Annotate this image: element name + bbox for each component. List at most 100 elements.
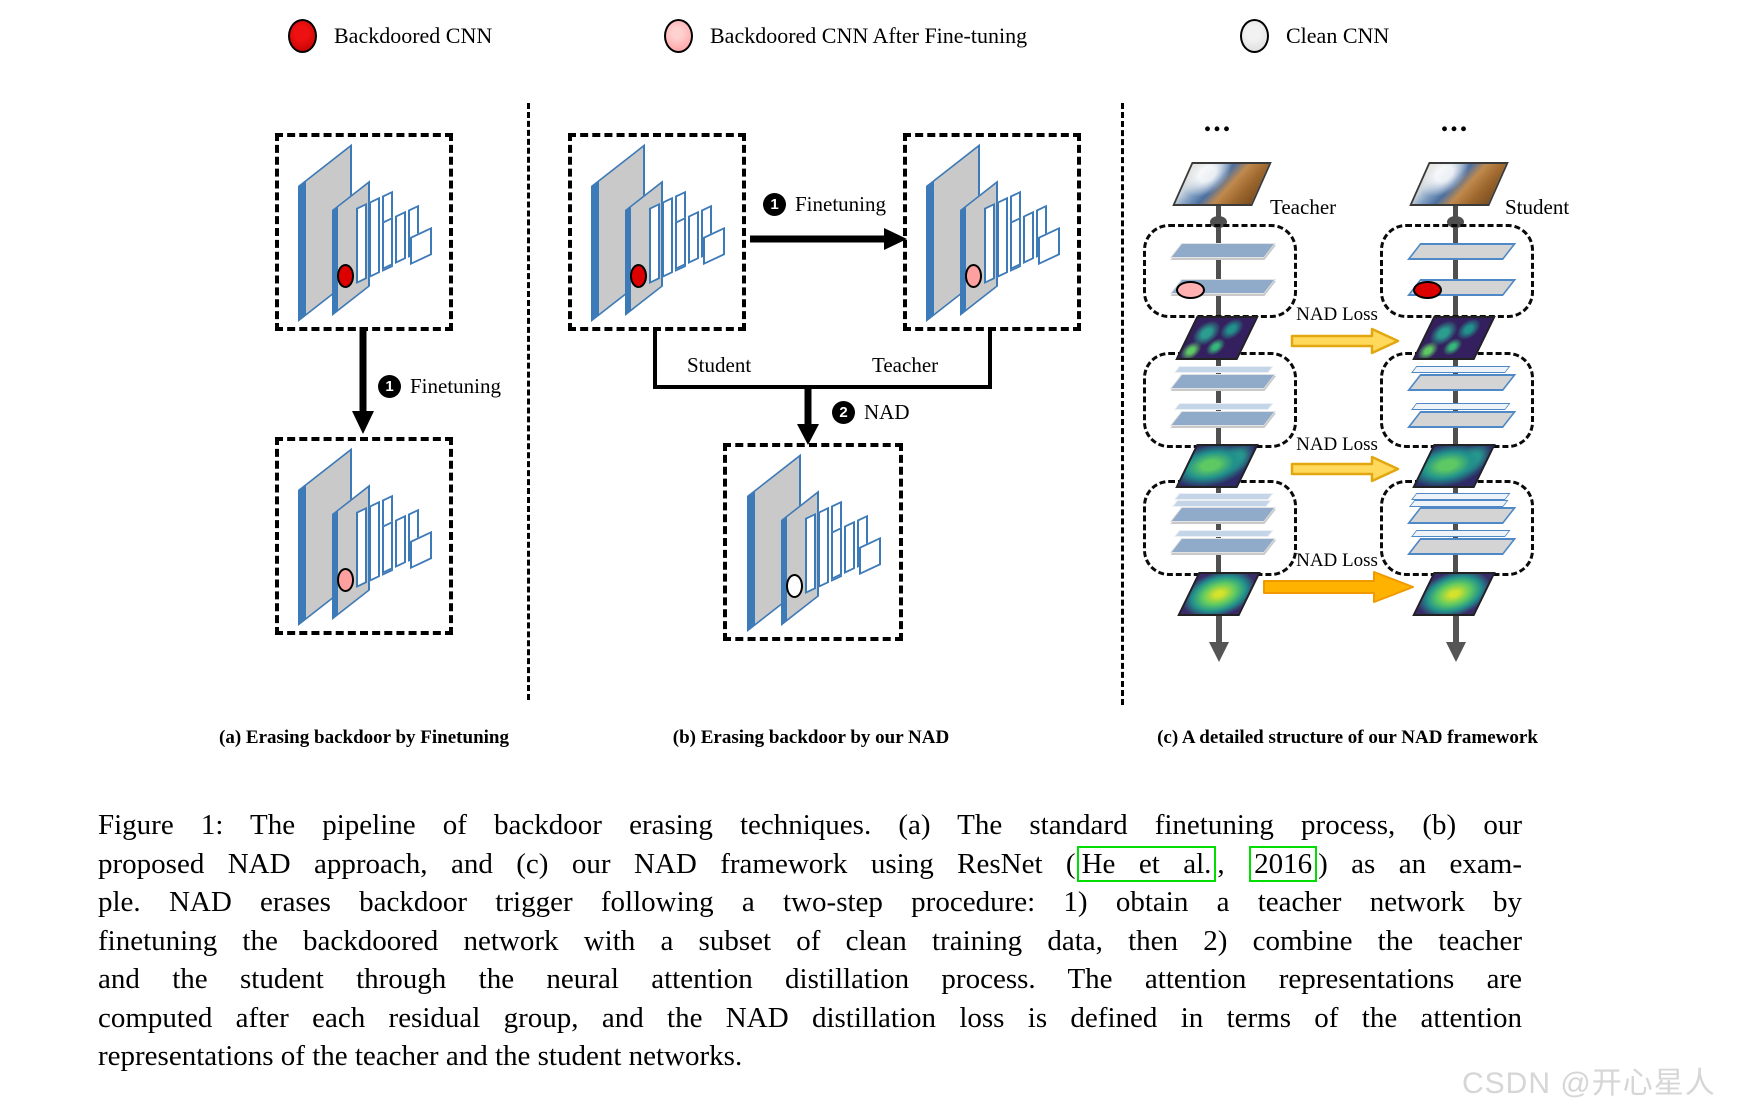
student-input-image (1409, 162, 1509, 206)
figure-caption: Figure 1: The pipeline of backdoor erasi… (98, 806, 1522, 1076)
caption-text: ) as an exam- (1318, 847, 1522, 880)
student-layer-strip (1411, 530, 1511, 537)
backdoored-cnn-swatch (288, 19, 317, 53)
legend-label: Clean CNN (1286, 23, 1390, 48)
step1-badge: 1 (763, 193, 786, 216)
teacher-layer-plate (1170, 411, 1276, 426)
clean-cnn-swatch (1240, 19, 1269, 53)
step2-badge: 2 (832, 401, 855, 424)
teacher-layer-plate (1170, 507, 1276, 522)
student-residual-group-2 (1380, 352, 1534, 448)
step-finetuning: 1 Finetuning (378, 374, 501, 399)
legend-item-finetuned: Backdoored CNN After Fine-tuning (664, 19, 1028, 53)
backdoor-trigger-dot (337, 264, 354, 288)
step-finetuning: 1 Finetuning (763, 192, 886, 217)
step1-label: Finetuning (410, 374, 502, 398)
teacher-layer-plate (1170, 243, 1276, 258)
panel-divider-1 (527, 103, 530, 700)
caption-line: proposed NAD approach, and (c) our NAD f… (98, 845, 1522, 884)
nad-down-arrow (797, 388, 819, 445)
teacher-attention-map-3 (1177, 572, 1261, 616)
student-layer-strip (1411, 493, 1511, 500)
faded-trigger-dot (337, 568, 354, 592)
teacher-column-label: Teacher (1270, 195, 1337, 219)
teacher-layer-strip (1174, 403, 1274, 410)
teacher-layer-plate (1170, 374, 1276, 389)
finetuned-cnn-graphic (276, 440, 448, 632)
finetuned-cnn-swatch (664, 19, 693, 53)
citation-he-et-al[interactable]: He et al. (1076, 845, 1217, 882)
student-layer-plate (1407, 374, 1517, 391)
teacher-layer-strip (1174, 493, 1274, 500)
clean-cnn-graphic (725, 446, 897, 638)
teacher-residual-group-3 (1143, 480, 1297, 576)
nad-loss-label-2: NAD Loss (1296, 434, 1378, 455)
student-layer-plate (1407, 411, 1517, 428)
panel-b-clean-box (723, 443, 903, 641)
teacher-output-arrow (1209, 610, 1229, 662)
student-layer-plate (1407, 243, 1517, 260)
caption-text: , (1217, 847, 1225, 880)
panel-b-caption: (b) Erasing backdoor by our NAD (672, 727, 950, 748)
merge-connector-line (653, 385, 992, 389)
nad-loss-label-3: NAD Loss (1296, 550, 1378, 571)
faded-trigger-dot (965, 264, 982, 288)
teacher-label: Teacher (872, 353, 939, 377)
panel-b-teacher-box (903, 133, 1081, 331)
watermark: CSDN @开心星人 (1462, 1067, 1716, 1100)
caption-line: Figure 1: The pipeline of backdoor erasi… (98, 809, 1522, 841)
student-column-label: Student (1505, 195, 1570, 219)
teacher-layer-plate (1170, 538, 1276, 553)
student-ellipsis: ... (1440, 105, 1470, 138)
teacher-input-image (1172, 162, 1272, 206)
student-output-arrow (1446, 610, 1466, 662)
legend-label: Backdoored CNN After Fine-tuning (710, 23, 1028, 48)
teacher-ellipsis: ... (1203, 105, 1233, 138)
student-layer-plate (1407, 507, 1517, 524)
student-layer-strip (1411, 366, 1511, 373)
student-layer-plate (1407, 538, 1517, 555)
teacher-finetuned-cnn-graphic (904, 136, 1076, 328)
teacher-layer-strip (1174, 366, 1274, 373)
erased-trigger-dot (786, 574, 803, 598)
nad-loss-arrow-1 (1290, 327, 1400, 355)
student-backdoor-trigger-dot (1413, 281, 1442, 299)
finetune-right-arrow (750, 228, 907, 250)
student-attention-map-3 (1412, 572, 1496, 616)
student-backdoored-cnn-graphic (569, 136, 741, 328)
teacher-layer-strip (1172, 500, 1272, 507)
nad-loss-arrow-2 (1290, 455, 1400, 483)
backdoored-cnn-graphic (276, 136, 448, 328)
legend-label: Backdoored CNN (334, 23, 493, 48)
step2-label: NAD (864, 400, 910, 424)
student-residual-group-3 (1380, 480, 1534, 576)
panel-b-student-box (568, 133, 746, 331)
teacher-residual-group-2 (1143, 352, 1297, 448)
caption-line: representations of the teacher and the s… (98, 1040, 743, 1072)
backdoor-trigger-dot (630, 264, 647, 288)
step1-label: Finetuning (795, 192, 887, 216)
nad-loss-label-1: NAD Loss (1296, 304, 1378, 325)
teacher-connector-line (988, 327, 992, 389)
caption-line: computed after each residual group, and … (98, 1001, 1522, 1034)
step-nad: 2 NAD (832, 400, 910, 425)
caption-line: ple. NAD erases backdoor trigger followi… (98, 886, 1522, 918)
panel-a-caption: (a) Erasing backdoor by Finetuning (219, 727, 509, 748)
teacher-layer-strip (1174, 530, 1274, 537)
finetune-down-arrow (352, 327, 374, 434)
student-label: Student (687, 353, 752, 377)
panel-a-bottom-box (275, 437, 453, 635)
citation-2016[interactable]: 2016 (1249, 845, 1318, 882)
legend-item-backdoored: Backdoored CNN (288, 19, 493, 53)
step1-badge: 1 (378, 375, 401, 398)
caption-text: proposed NAD approach, and (c) our NAD f… (98, 847, 1076, 880)
panel-divider-2 (1121, 103, 1124, 705)
teacher-faded-trigger-dot (1176, 281, 1205, 299)
student-layer-strip (1409, 500, 1509, 507)
student-residual-group-1 (1380, 224, 1534, 318)
teacher-residual-group-1 (1143, 224, 1297, 318)
nad-loss-arrow-3 (1263, 571, 1414, 603)
panel-c-caption: (c) A detailed structure of our NAD fram… (1157, 727, 1538, 748)
caption-line: finetuning the backdoored network with a… (98, 924, 1522, 957)
